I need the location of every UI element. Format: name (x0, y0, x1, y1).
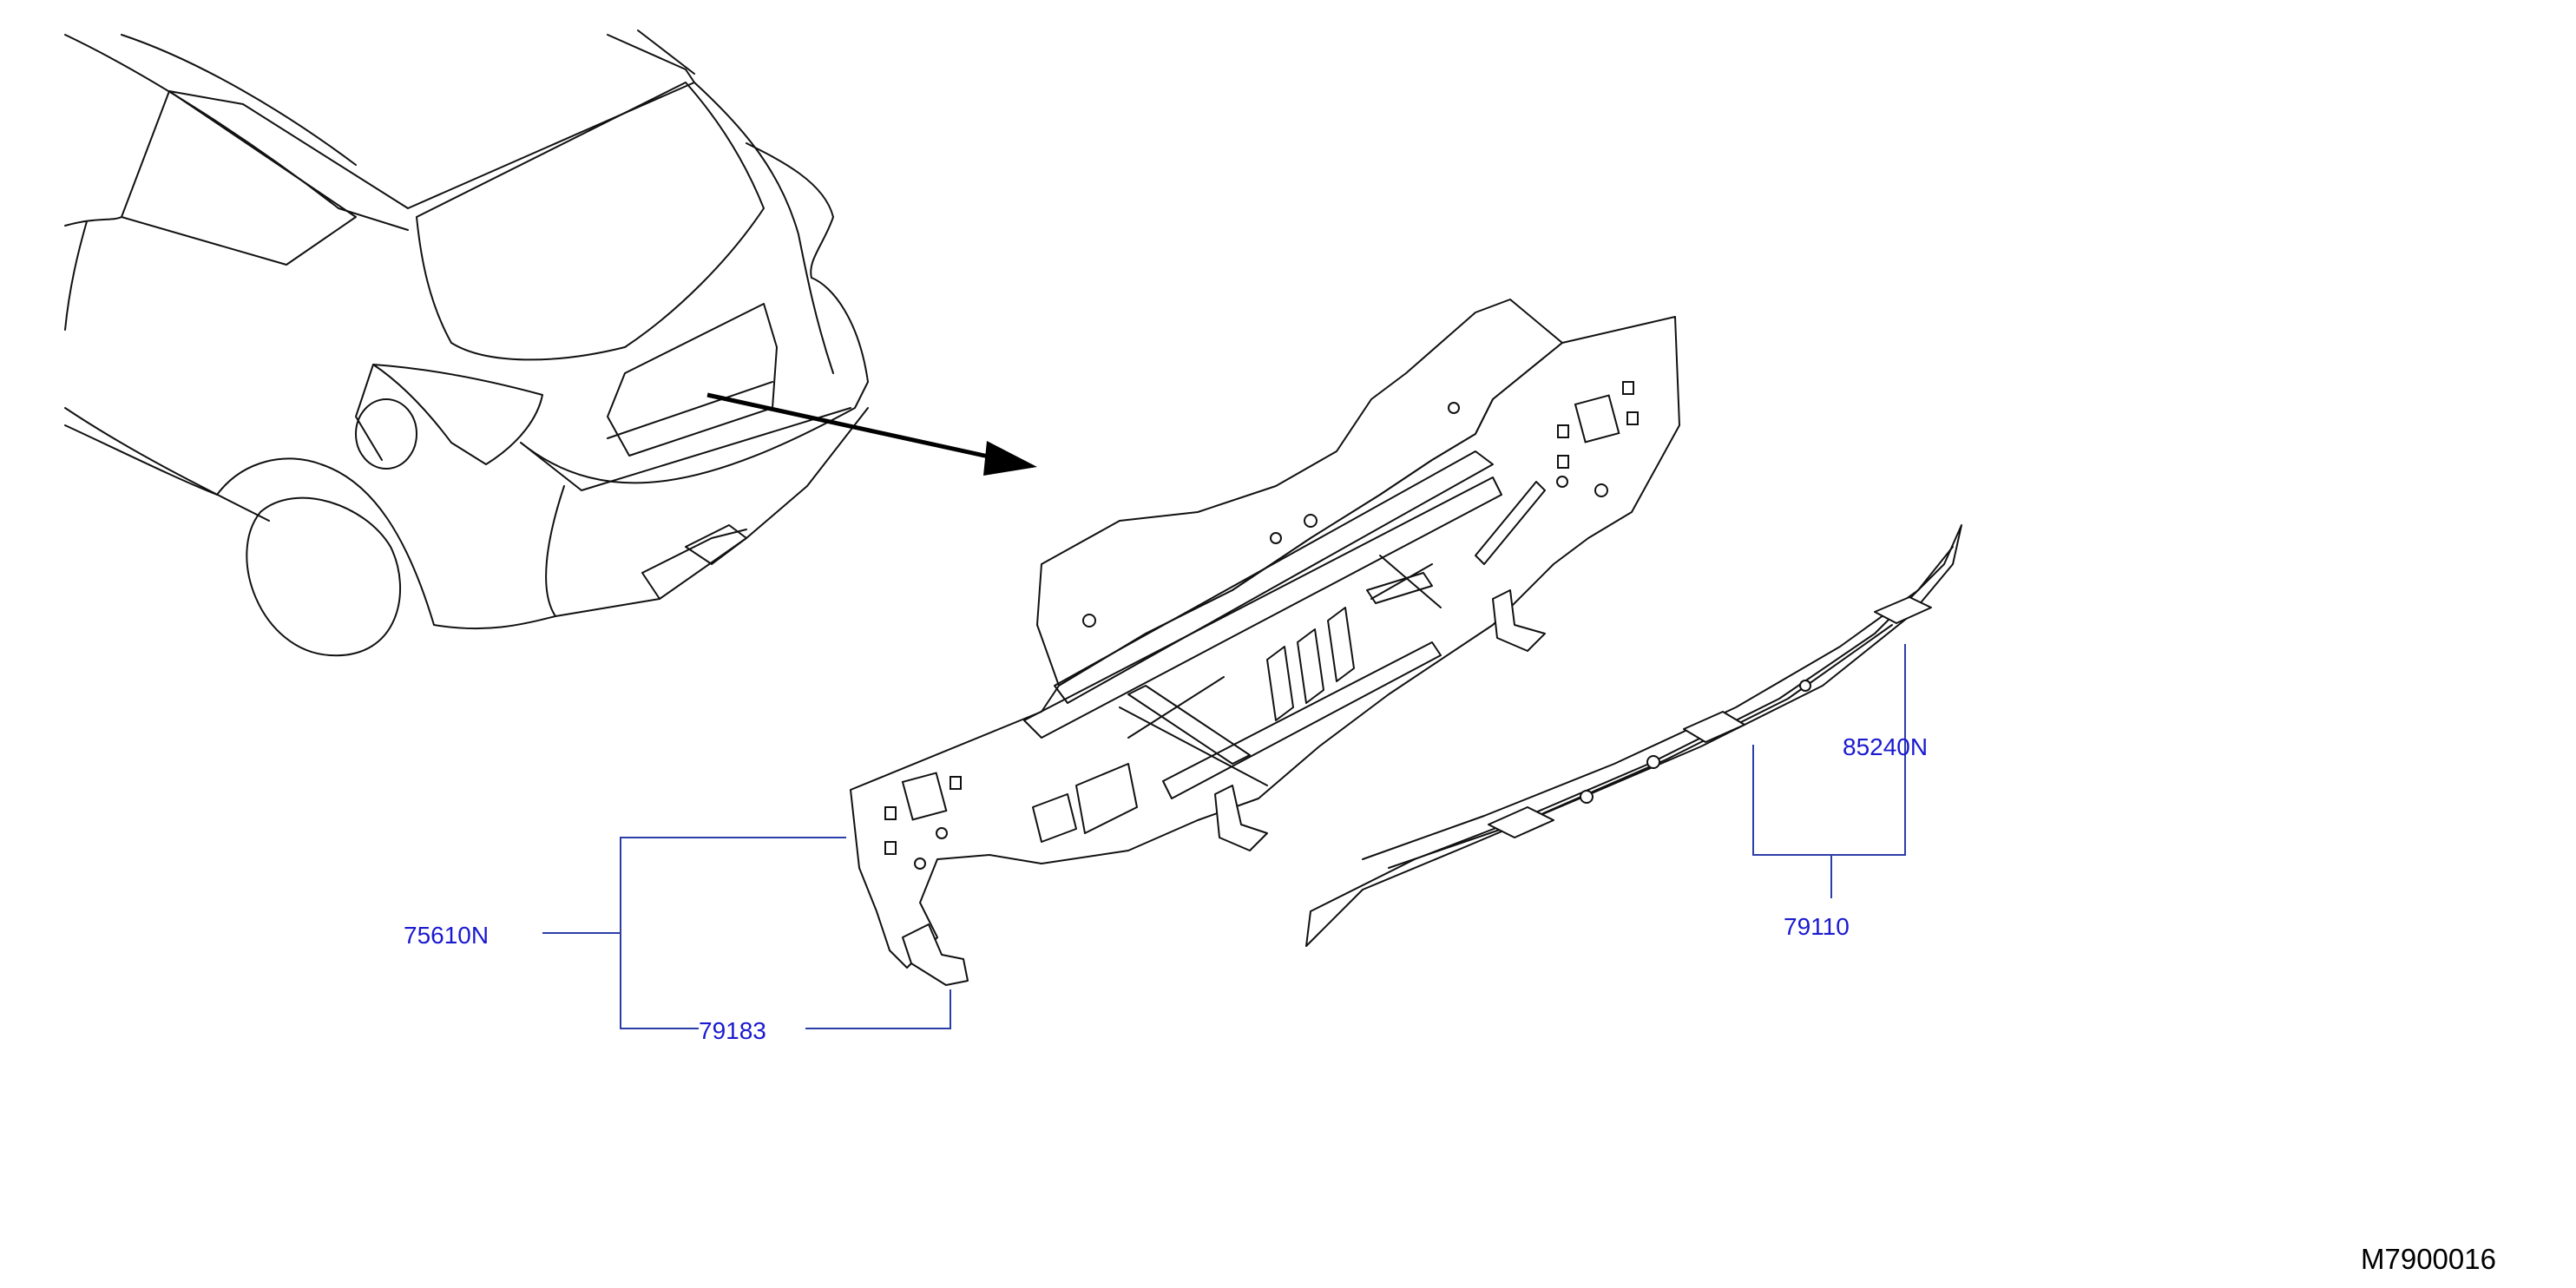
part-label-75610n: 75610N (404, 922, 489, 949)
vehicle-rear-view (64, 30, 869, 657)
part-label-79183: 79183 (699, 1017, 766, 1044)
diagram-code: M7900016 (2361, 1243, 2496, 1275)
leader-lines (542, 644, 1906, 1029)
arrow-right-icon (706, 392, 1037, 476)
rear-bumper-reinforcement (1305, 524, 1962, 947)
rear-panel-assembly (850, 299, 1680, 986)
part-label-85240n: 85240N (1843, 733, 1928, 760)
part-label-79110: 79110 (1784, 913, 1850, 940)
